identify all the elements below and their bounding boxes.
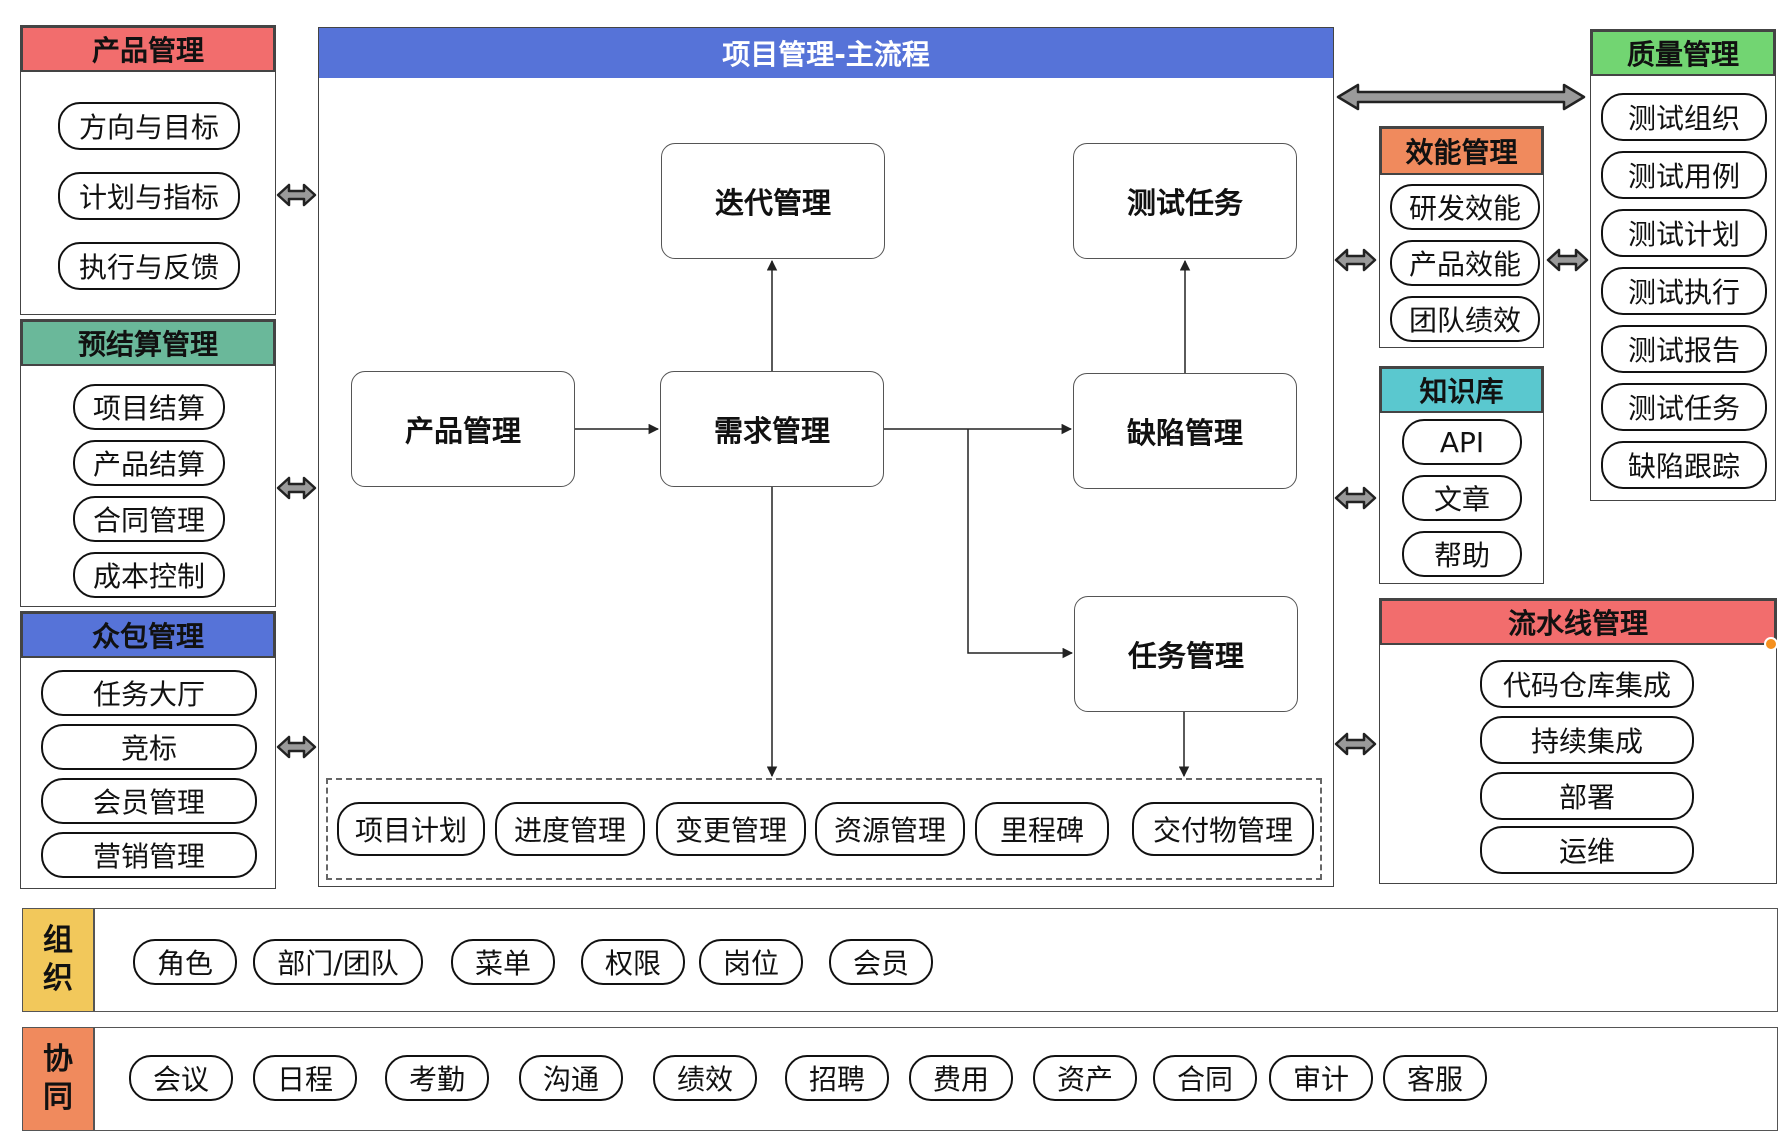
pipeline-item-ci[interactable]: 持续集成 xyxy=(1480,716,1694,764)
budget-item-project-settlement[interactable]: 项目结算 xyxy=(73,384,225,430)
pipeline-panel: 流水线管理 代码仓库集成 持续集成 部署 运维 xyxy=(1379,598,1778,884)
node-test-task[interactable]: 测试任务 xyxy=(1073,143,1297,259)
pipeline-item-ops[interactable]: 运维 xyxy=(1480,826,1694,874)
quality-panel: 质量管理 测试组织 测试用例 测试计划 测试执行 测试报告 测试任务 缺陷跟踪 xyxy=(1590,29,1776,501)
efficiency-item-team[interactable]: 团队绩效 xyxy=(1390,296,1540,342)
knowledge-panel: 知识库 API 文章 帮助 xyxy=(1379,366,1544,584)
collab-item-recruit[interactable]: 招聘 xyxy=(785,1055,889,1101)
double-arrow-efficiency-quality xyxy=(1546,248,1589,272)
collab-band: 协 同 会议 日程 考勤 沟通 绩效 招聘 费用 资产 合同 审计 客服 xyxy=(22,1027,1778,1131)
knowledge-panel-title: 知识库 xyxy=(1380,367,1543,413)
double-arrow-knowledge xyxy=(1334,486,1377,510)
org-item-post[interactable]: 岗位 xyxy=(699,939,803,985)
org-band: 组 织 角色 部门/团队 菜单 权限 岗位 会员 xyxy=(22,908,1778,1012)
budget-item-contract[interactable]: 合同管理 xyxy=(73,496,225,542)
budget-panel: 预结算管理 项目结算 产品结算 合同管理 成本控制 xyxy=(20,319,276,607)
quality-item-plan[interactable]: 测试计划 xyxy=(1601,209,1767,257)
collab-label-char-2: 同 xyxy=(43,1080,73,1115)
pipeline-item-repo[interactable]: 代码仓库集成 xyxy=(1480,660,1694,708)
tool-change[interactable]: 变更管理 xyxy=(656,802,806,856)
budget-panel-title: 预结算管理 xyxy=(21,320,275,366)
tool-deliverable[interactable]: 交付物管理 xyxy=(1132,802,1314,856)
org-label-char-2: 织 xyxy=(43,961,73,996)
crowd-item-task-hall[interactable]: 任务大厅 xyxy=(41,670,257,716)
arrow-requirement-to-task xyxy=(967,429,1074,659)
pipeline-panel-title: 流水线管理 xyxy=(1380,599,1776,645)
org-item-role[interactable]: 角色 xyxy=(133,939,237,985)
collab-item-service[interactable]: 客服 xyxy=(1383,1055,1487,1101)
efficiency-item-product[interactable]: 产品效能 xyxy=(1390,240,1540,286)
node-iteration[interactable]: 迭代管理 xyxy=(661,143,885,259)
double-arrow-pipeline xyxy=(1334,732,1377,756)
double-arrow-efficiency xyxy=(1334,248,1377,272)
node-product[interactable]: 产品管理 xyxy=(351,371,575,487)
efficiency-panel: 效能管理 研发效能 产品效能 团队绩效 xyxy=(1379,126,1544,348)
node-task[interactable]: 任务管理 xyxy=(1074,596,1298,712)
org-item-dept[interactable]: 部门/团队 xyxy=(253,939,423,985)
efficiency-item-rd[interactable]: 研发效能 xyxy=(1390,184,1540,230)
product-item-direction[interactable]: 方向与目标 xyxy=(58,102,240,150)
quality-item-exec[interactable]: 测试执行 xyxy=(1601,267,1767,315)
product-panel-title: 产品管理 xyxy=(21,26,275,72)
knowledge-item-article[interactable]: 文章 xyxy=(1402,475,1522,521)
product-item-execute[interactable]: 执行与反馈 xyxy=(58,242,240,290)
budget-item-cost[interactable]: 成本控制 xyxy=(73,552,225,598)
collab-item-contract[interactable]: 合同 xyxy=(1153,1055,1257,1101)
org-item-permission[interactable]: 权限 xyxy=(581,939,685,985)
crowd-item-bidding[interactable]: 竞标 xyxy=(41,724,257,770)
quality-item-org[interactable]: 测试组织 xyxy=(1601,93,1767,141)
pipeline-item-deploy[interactable]: 部署 xyxy=(1480,772,1694,820)
collab-label-char-1: 协 xyxy=(43,1042,73,1077)
quality-item-cases[interactable]: 测试用例 xyxy=(1601,151,1767,199)
collab-item-meeting[interactable]: 会议 xyxy=(129,1055,233,1101)
collab-item-expense[interactable]: 费用 xyxy=(909,1055,1013,1101)
quality-item-task[interactable]: 测试任务 xyxy=(1601,383,1767,431)
double-arrow-budget xyxy=(276,476,317,500)
collab-item-audit[interactable]: 审计 xyxy=(1269,1055,1373,1101)
product-item-plan[interactable]: 计划与指标 xyxy=(58,172,240,220)
efficiency-panel-title: 效能管理 xyxy=(1380,127,1543,175)
pipeline-marker-dot xyxy=(1764,637,1778,651)
knowledge-item-api[interactable]: API xyxy=(1402,419,1522,465)
org-item-member[interactable]: 会员 xyxy=(829,939,933,985)
crowd-item-member[interactable]: 会员管理 xyxy=(41,778,257,824)
org-label-char-1: 组 xyxy=(43,923,73,958)
collab-band-label: 协 同 xyxy=(23,1028,95,1130)
knowledge-item-help[interactable]: 帮助 xyxy=(1402,531,1522,577)
budget-item-product-settlement[interactable]: 产品结算 xyxy=(73,440,225,486)
product-panel: 产品管理 方向与目标 计划与指标 执行与反馈 xyxy=(20,25,276,315)
collab-item-communication[interactable]: 沟通 xyxy=(519,1055,623,1101)
project-tools-group xyxy=(326,778,1322,880)
crowd-item-marketing[interactable]: 营销管理 xyxy=(41,832,257,878)
quality-item-report[interactable]: 测试报告 xyxy=(1601,325,1767,373)
double-arrow-crowd xyxy=(276,735,317,759)
double-arrow-product xyxy=(276,183,317,207)
collab-item-asset[interactable]: 资产 xyxy=(1033,1055,1137,1101)
crowd-panel: 众包管理 任务大厅 竞标 会员管理 营销管理 xyxy=(20,611,276,889)
main-flow-title: 项目管理-主流程 xyxy=(319,28,1333,78)
double-arrow-quality-top xyxy=(1336,83,1586,111)
collab-item-attendance[interactable]: 考勤 xyxy=(385,1055,489,1101)
org-band-label: 组 织 xyxy=(23,909,95,1011)
tool-progress[interactable]: 进度管理 xyxy=(495,802,645,856)
collab-item-performance[interactable]: 绩效 xyxy=(653,1055,757,1101)
collab-item-schedule[interactable]: 日程 xyxy=(253,1055,357,1101)
crowd-panel-title: 众包管理 xyxy=(21,612,275,658)
node-requirement[interactable]: 需求管理 xyxy=(660,371,884,487)
quality-item-defect[interactable]: 缺陷跟踪 xyxy=(1601,441,1767,489)
tool-resource[interactable]: 资源管理 xyxy=(815,802,965,856)
node-defect[interactable]: 缺陷管理 xyxy=(1073,373,1297,489)
quality-panel-title: 质量管理 xyxy=(1591,30,1775,76)
tool-milestone[interactable]: 里程碑 xyxy=(975,802,1109,856)
tool-project-plan[interactable]: 项目计划 xyxy=(337,802,485,856)
org-item-menu[interactable]: 菜单 xyxy=(451,939,555,985)
